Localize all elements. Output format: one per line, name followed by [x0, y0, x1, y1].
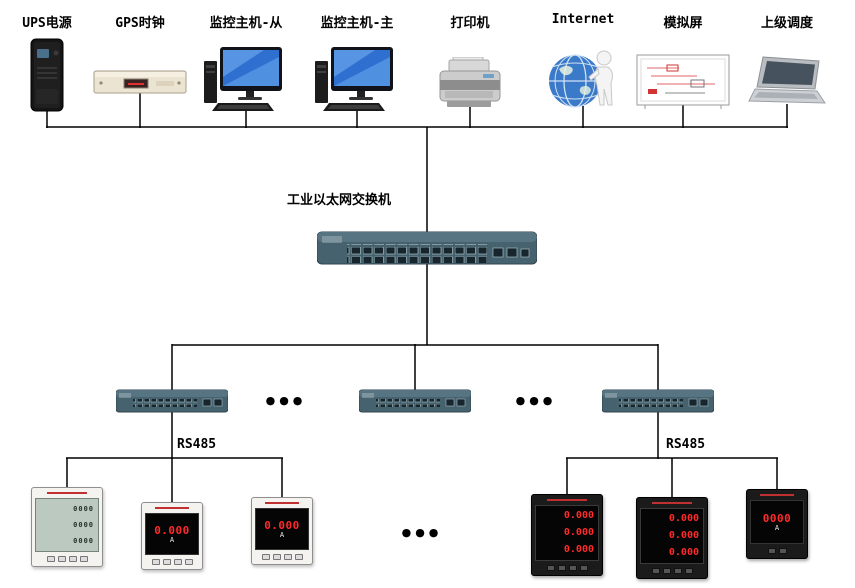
meter-reading: 0.000 — [668, 529, 699, 541]
meter-unit: A — [169, 535, 175, 544]
device-monitor-host-slave: 监控主机-从 — [196, 12, 296, 113]
meter-reading: 0.000 — [154, 523, 190, 537]
meter-buttons — [535, 563, 599, 572]
meter-buttons — [255, 552, 309, 561]
mimic-panel-icon — [636, 54, 730, 109]
main-switch-label: 工业以太网交换机 — [287, 193, 392, 208]
ellipsis-meters-center: ●●● — [401, 526, 443, 539]
meter-reading: 0.000 — [668, 546, 699, 558]
device-printer: 打印机 — [420, 12, 520, 111]
meter-led-display: 0.000 A — [145, 513, 199, 555]
power-meter-black-1: 0.000 0.000 0.000 — [531, 494, 603, 576]
meter-reading: 0.000 — [563, 510, 594, 522]
main-ethernet-switch-icon — [317, 231, 537, 265]
sub-switch-middle-icon — [359, 389, 471, 413]
meter-led-display: 0.000 A — [255, 508, 309, 550]
device-dispatch-laptop: 上级调度 — [737, 12, 837, 111]
wire-segments — [46, 92, 788, 506]
device-monitor-host-main: 监控主机-主 — [307, 12, 407, 113]
meter-reading: 0.000 — [563, 543, 594, 555]
power-meter-black-2: 0.000 0.000 0.000 — [636, 497, 708, 579]
device-label: 监控主机-主 — [320, 16, 394, 31]
meter-brand-strip — [145, 506, 199, 511]
meter-led-display: 0.000 0.000 0.000 — [640, 508, 704, 564]
rs485-label-right: RS485 — [666, 437, 706, 452]
device-label: GPS时钟 — [115, 16, 165, 31]
meter-brand-strip — [640, 501, 704, 506]
meter-brand-strip — [35, 491, 99, 496]
rs485-label-left: RS485 — [177, 437, 217, 452]
sub-switch-left-icon — [116, 389, 228, 413]
meter-reading: 0.000 — [668, 513, 699, 525]
meter-brand-strip — [255, 501, 309, 506]
meter-buttons — [145, 557, 199, 566]
lcd-row: 0000 — [73, 504, 94, 513]
meter-buttons — [750, 546, 804, 555]
device-label: Internet — [551, 12, 615, 27]
meter-led-display: 0000 A — [750, 500, 804, 544]
meter-unit: A — [774, 523, 780, 532]
meter-reading: 0000 — [762, 511, 792, 525]
power-meter-led-2: 0.000 A — [251, 497, 313, 565]
power-meter-lcd: 0000 0000 0000 — [31, 487, 103, 567]
meter-brand-strip — [750, 493, 804, 498]
power-meter-led-1: 0.000 A — [141, 502, 203, 570]
device-ups: UPS电源 — [0, 12, 97, 113]
meter-led-display: 0.000 0.000 0.000 — [535, 505, 599, 561]
ellipsis-switches-left: ●●● — [265, 394, 307, 407]
printer-icon — [439, 57, 501, 107]
device-label: 模拟屏 — [663, 16, 703, 31]
lcd-row: 0000 — [73, 536, 94, 545]
device-gps-clock: GPS时钟 — [85, 12, 195, 97]
meter-buttons — [35, 554, 99, 563]
workstation-icon — [204, 47, 282, 111]
device-label: 监控主机-从 — [209, 16, 283, 31]
device-mimic-panel: 模拟屏 — [628, 12, 738, 111]
meter-lcd-display: 0000 0000 0000 — [35, 498, 99, 552]
laptop-icon — [748, 56, 826, 104]
ellipsis-switches-right: ●●● — [515, 394, 557, 407]
meter-buttons — [640, 566, 704, 575]
sub-switch-right-icon — [602, 389, 714, 413]
lcd-row: 0000 — [73, 520, 94, 529]
meter-unit: A — [279, 530, 285, 539]
device-label: 上级调度 — [760, 16, 813, 31]
meter-brand-strip — [535, 498, 599, 503]
device-label: UPS电源 — [22, 16, 72, 31]
ups-icon — [30, 38, 64, 112]
meter-reading: 0.000 — [264, 518, 300, 532]
internet-globe-icon — [549, 50, 613, 108]
device-label: 打印机 — [450, 16, 490, 31]
meter-reading: 0.000 — [563, 526, 594, 538]
gps-clock-icon — [93, 70, 187, 94]
power-meter-black-3: 0000 A — [746, 489, 808, 559]
workstation-icon — [315, 47, 393, 111]
device-internet: Internet — [533, 12, 633, 109]
